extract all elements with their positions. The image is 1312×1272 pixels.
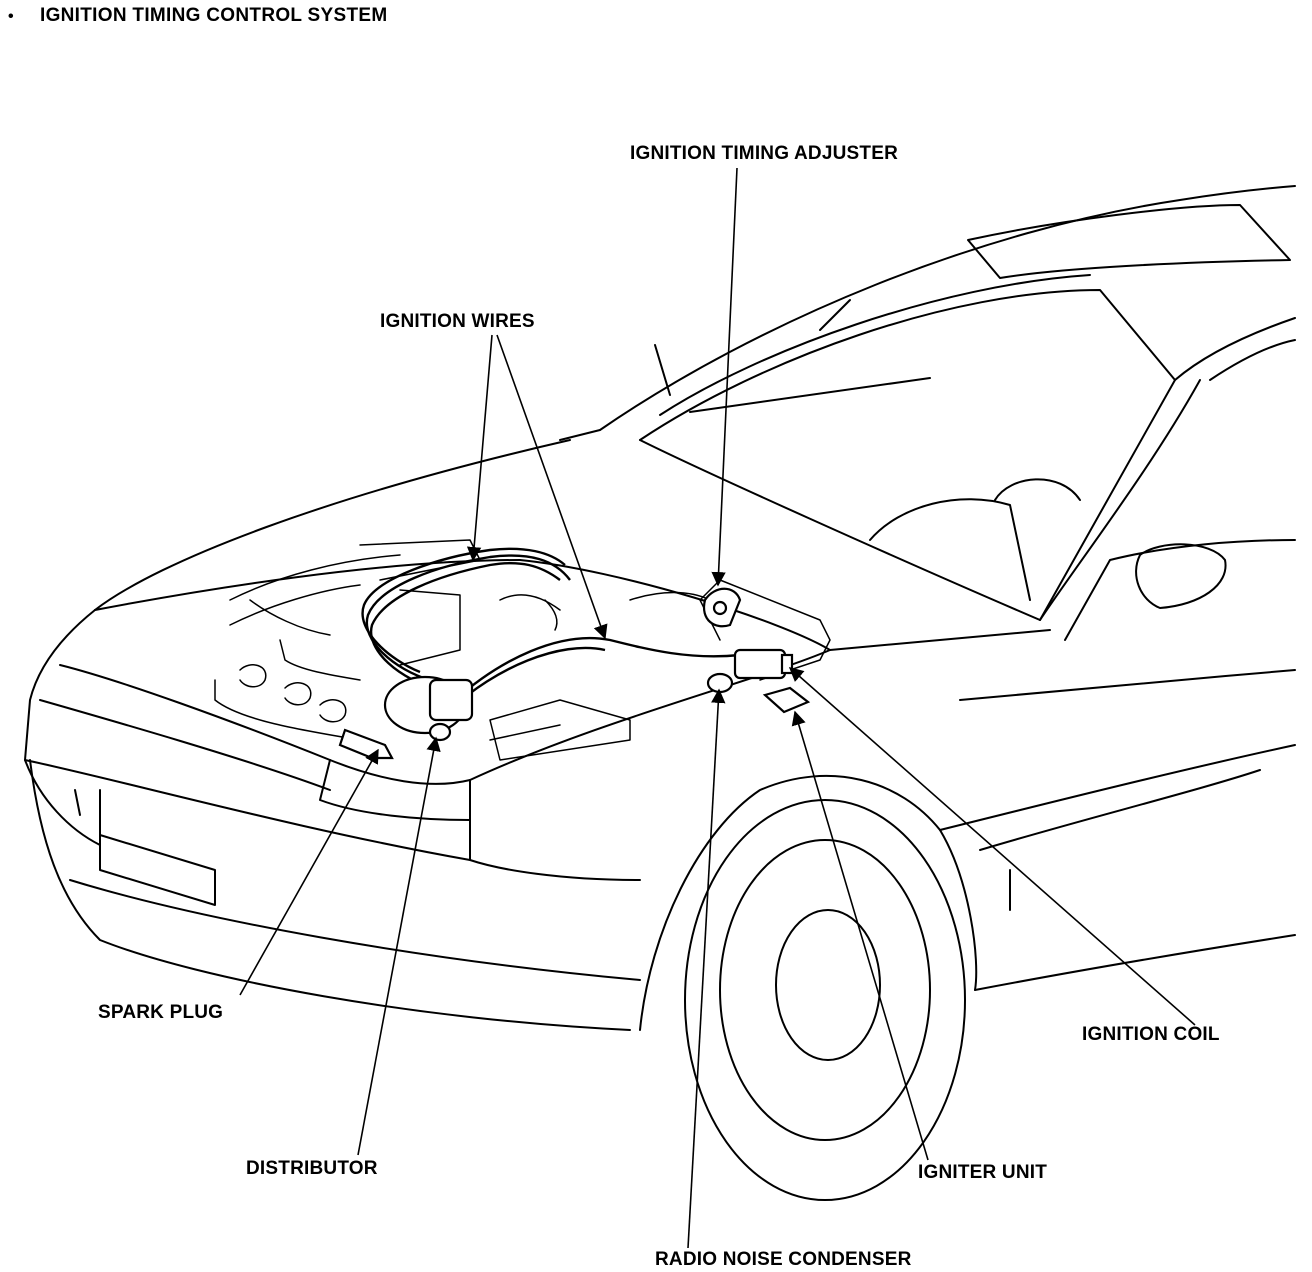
- spark-plug: [338, 728, 394, 760]
- ignition-timing-adjuster: [702, 587, 742, 628]
- distributor: [383, 675, 474, 742]
- label-radio-noise-condenser: RADIO NOISE CONDENSER: [655, 1249, 912, 1270]
- igniter-unit: [762, 686, 811, 714]
- label-ignition-wires: IGNITION WIRES: [380, 311, 535, 332]
- ignition-coil: [733, 648, 794, 680]
- ignition-wires: [361, 547, 741, 711]
- label-ignition-timing-adjuster: IGNITION TIMING ADJUSTER: [630, 143, 898, 164]
- diagram-title: IGNITION TIMING CONTROL SYSTEM: [40, 5, 388, 26]
- label-igniter-unit: IGNITER UNIT: [918, 1162, 1048, 1183]
- label-ignition-coil: IGNITION COIL: [1082, 1024, 1220, 1045]
- radio-noise-condenser: [706, 672, 734, 694]
- leader-lines: [239, 167, 1196, 1249]
- title-bullet: •: [8, 8, 14, 25]
- label-spark-plug: SPARK PLUG: [98, 1002, 224, 1023]
- label-distributor: DISTRIBUTOR: [246, 1158, 378, 1179]
